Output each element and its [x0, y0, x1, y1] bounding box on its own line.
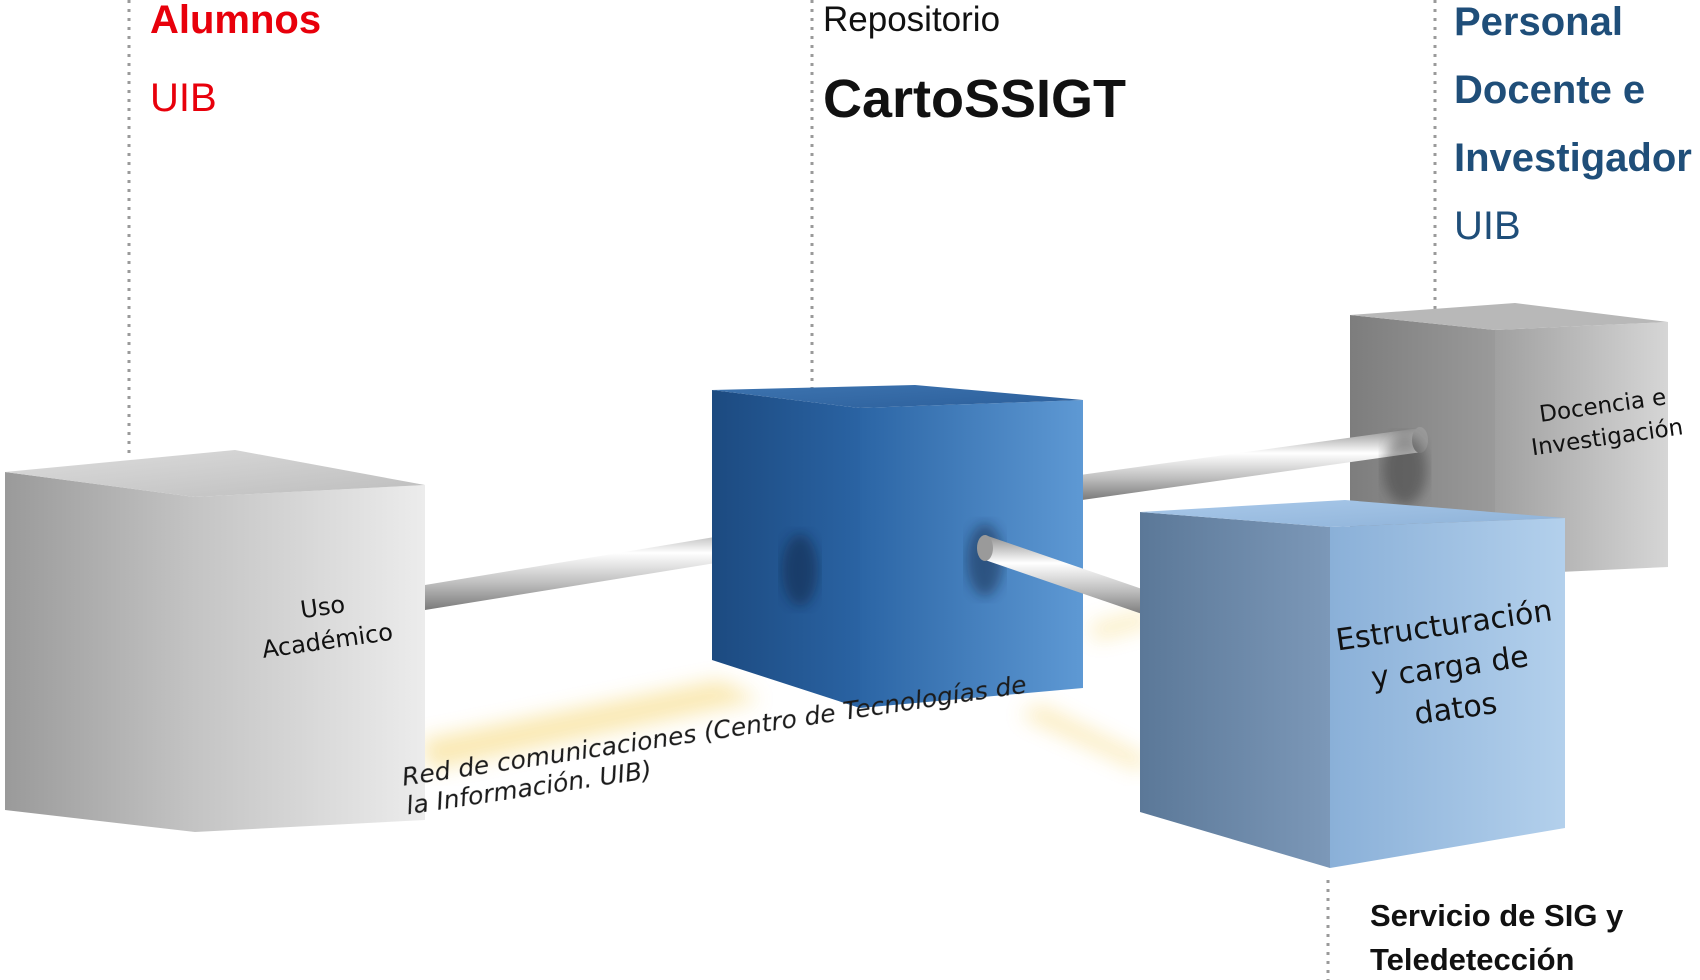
alumnos-sub: UIB — [150, 76, 217, 120]
uso-cube — [5, 450, 425, 832]
alumnos-title: Alumnos — [150, 0, 322, 42]
repositorio-cube — [712, 385, 1083, 708]
personal-sub: UIB — [1454, 204, 1521, 248]
servicio-line2: Teledetección — [1370, 942, 1575, 977]
personal-line2: Docente e — [1454, 68, 1646, 112]
personal-line1: Personal — [1454, 0, 1623, 44]
pipe-repo-estructuracion — [977, 535, 1145, 615]
servicio-line1: Servicio de SIG y — [1370, 898, 1624, 933]
repositorio-title: Repositorio — [823, 0, 1001, 39]
estructuracion-cube — [1140, 500, 1565, 868]
repositorio-name: CartoSSIGT — [823, 69, 1127, 129]
pipe-repo-docencia — [1080, 427, 1428, 505]
network-glow — [420, 610, 1150, 770]
personal-line3: Investigador — [1454, 136, 1692, 180]
